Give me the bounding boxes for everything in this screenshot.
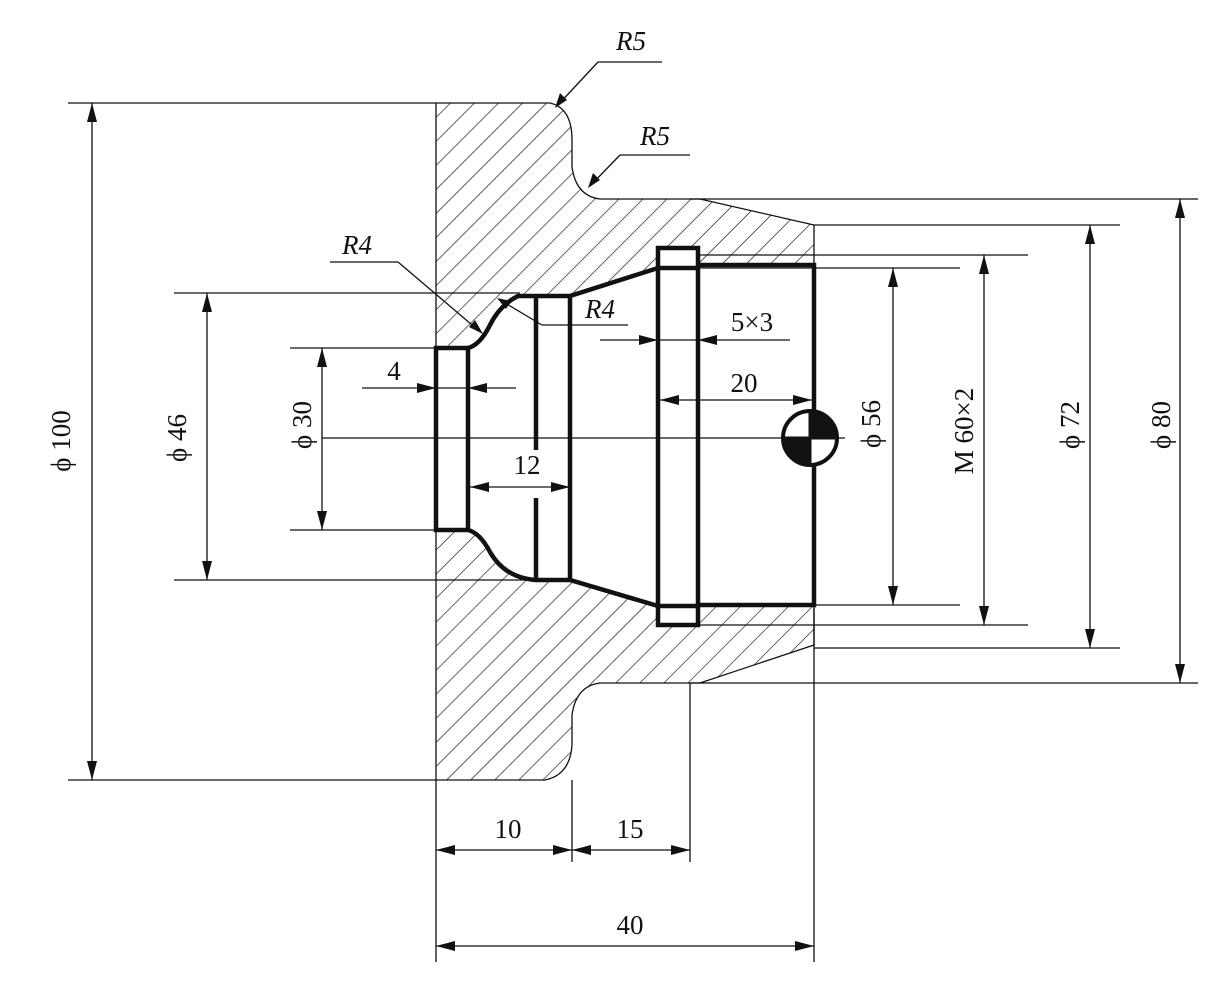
- dim-label-10: 10: [495, 814, 522, 844]
- extension-lines: [68, 102, 1198, 962]
- dim-label-4: 4: [387, 356, 401, 386]
- dim-label-phi72: ϕ 72: [1055, 401, 1085, 449]
- dim-label-phi30: ϕ 30: [287, 401, 317, 449]
- radius-label-r4-lower: R4: [584, 294, 615, 324]
- dim-label-12: 12: [514, 450, 541, 480]
- dim-label-phi80: ϕ 80: [1146, 401, 1176, 449]
- dim-label-20: 20: [731, 368, 758, 398]
- radius-label-r4-upper: R4: [341, 230, 372, 260]
- datum-symbol: [781, 409, 839, 467]
- section-hatch-upper: [436, 103, 814, 348]
- dim-label-40: 40: [617, 910, 644, 940]
- dim-label-5x3: 5×3: [731, 307, 773, 337]
- dim-label-phi100: ϕ 100: [46, 410, 76, 471]
- dim-label-phi56: ϕ 56: [856, 400, 886, 448]
- radius-leader-arrows: [469, 93, 600, 334]
- radius-leaders: [330, 61, 690, 331]
- dim-label-15: 15: [617, 814, 644, 844]
- dim-label-thread: M 60×2: [949, 388, 979, 474]
- arrowheads: [87, 103, 1185, 951]
- radius-label-r5-shoulder: R5: [639, 121, 670, 151]
- dim-label-phi46: ϕ 46: [162, 414, 192, 462]
- radius-label-r5-top: R5: [615, 26, 646, 56]
- section-hatch-lower: [436, 530, 814, 780]
